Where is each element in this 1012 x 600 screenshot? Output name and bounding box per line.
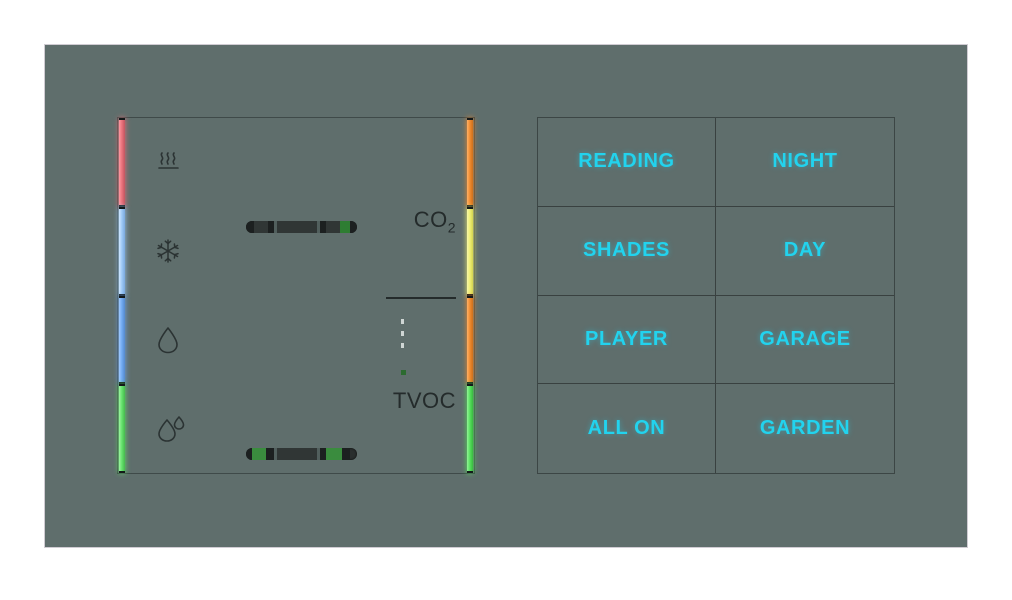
cooling-icon-cell[interactable] — [154, 207, 210, 296]
slider-seg — [320, 221, 326, 233]
co2-label-cell: CO2 — [306, 203, 456, 292]
scene-button-shades[interactable]: SHADES — [538, 206, 716, 296]
divider-pin-icon — [401, 319, 404, 324]
tvoc-label: TVOC — [392, 387, 456, 413]
slider-seg — [254, 221, 268, 233]
climate-led-rail-right — [467, 118, 473, 473]
divider-pin-icon — [401, 343, 404, 348]
heating-icon — [158, 152, 179, 170]
scene-button-garden[interactable]: GARDEN — [716, 384, 894, 473]
dehumidify-led — [119, 384, 125, 473]
scene-button-night[interactable]: NIGHT — [716, 118, 894, 207]
scene-button-label: DAY — [783, 239, 827, 262]
scene-button-reading[interactable]: READING — [538, 118, 716, 207]
climate-led-rail-left — [119, 118, 125, 473]
scene-button-label: PLAYER — [585, 327, 668, 350]
scene-button-all-on[interactable]: ALL ON — [538, 384, 716, 473]
slider-seg — [326, 221, 340, 233]
slider-gap — [274, 221, 277, 233]
slider-seg — [320, 448, 326, 460]
scene-button-day[interactable]: DAY — [716, 207, 894, 296]
slider-cap-right — [350, 221, 357, 233]
co2-high-led — [467, 118, 473, 207]
scene-button-label: NIGHT — [772, 150, 838, 173]
slider-gap — [317, 221, 320, 233]
climate-label-column: CO2 TVOC — [306, 118, 456, 473]
scene-button-label: SHADES — [583, 239, 670, 262]
slider-cap-left — [246, 221, 254, 233]
divider-pin-icon — [401, 331, 404, 336]
slider-seg — [266, 448, 274, 460]
slider-seg — [277, 448, 317, 460]
scene-button-label: GARAGE — [759, 327, 851, 350]
climate-icon-column — [154, 118, 210, 473]
device-panel: CO2 TVOC — [45, 45, 967, 547]
co2-mid-led — [467, 206, 473, 296]
slider-gap — [274, 448, 277, 460]
scene-button-label: READING — [578, 150, 675, 173]
heating-icon-cell[interactable] — [154, 118, 210, 207]
humidify-led — [119, 295, 125, 385]
cooling-led — [119, 206, 125, 296]
climate-control-module[interactable]: CO2 TVOC — [117, 117, 475, 474]
tvoc-ok-led — [467, 384, 473, 473]
humidity-icon — [158, 327, 178, 354]
scene-button-garage[interactable]: GARAGE — [716, 296, 894, 385]
scene-button-label: GARDEN — [759, 417, 851, 440]
slider-seg — [268, 221, 274, 233]
slider-cap-right — [342, 448, 350, 460]
tvoc-label-cell: TVOC — [306, 382, 456, 473]
divider-center-pin-icon — [401, 370, 406, 375]
scene-button-label: ALL ON — [587, 417, 666, 440]
slider-cap-left — [246, 448, 252, 460]
slider-seg — [277, 221, 317, 233]
scene-buttons-module[interactable]: READING NIGHT SHADES DAY PLAYER GARAGE A… — [537, 117, 895, 474]
slider-gap — [317, 448, 320, 460]
label-divider-dash — [386, 296, 456, 299]
dehumidify-icon-cell[interactable] — [154, 384, 210, 473]
divider-cell — [306, 293, 456, 382]
dehumidify-icon — [158, 415, 185, 442]
cooling-icon — [157, 239, 179, 263]
label-cell-empty-1 — [306, 118, 456, 203]
humidity-slider[interactable] — [246, 448, 357, 460]
scene-button-player[interactable]: PLAYER — [538, 295, 716, 385]
heating-led — [119, 118, 125, 207]
tvoc-high-led — [467, 295, 473, 385]
humidity-icon-cell[interactable] — [154, 296, 210, 385]
slider-indicator-lit — [340, 221, 350, 233]
co2-label: CO2 — [413, 207, 456, 236]
slider-indicator-lit — [252, 448, 266, 460]
temperature-slider[interactable] — [246, 221, 357, 233]
slider-indicator-lit — [326, 448, 342, 460]
